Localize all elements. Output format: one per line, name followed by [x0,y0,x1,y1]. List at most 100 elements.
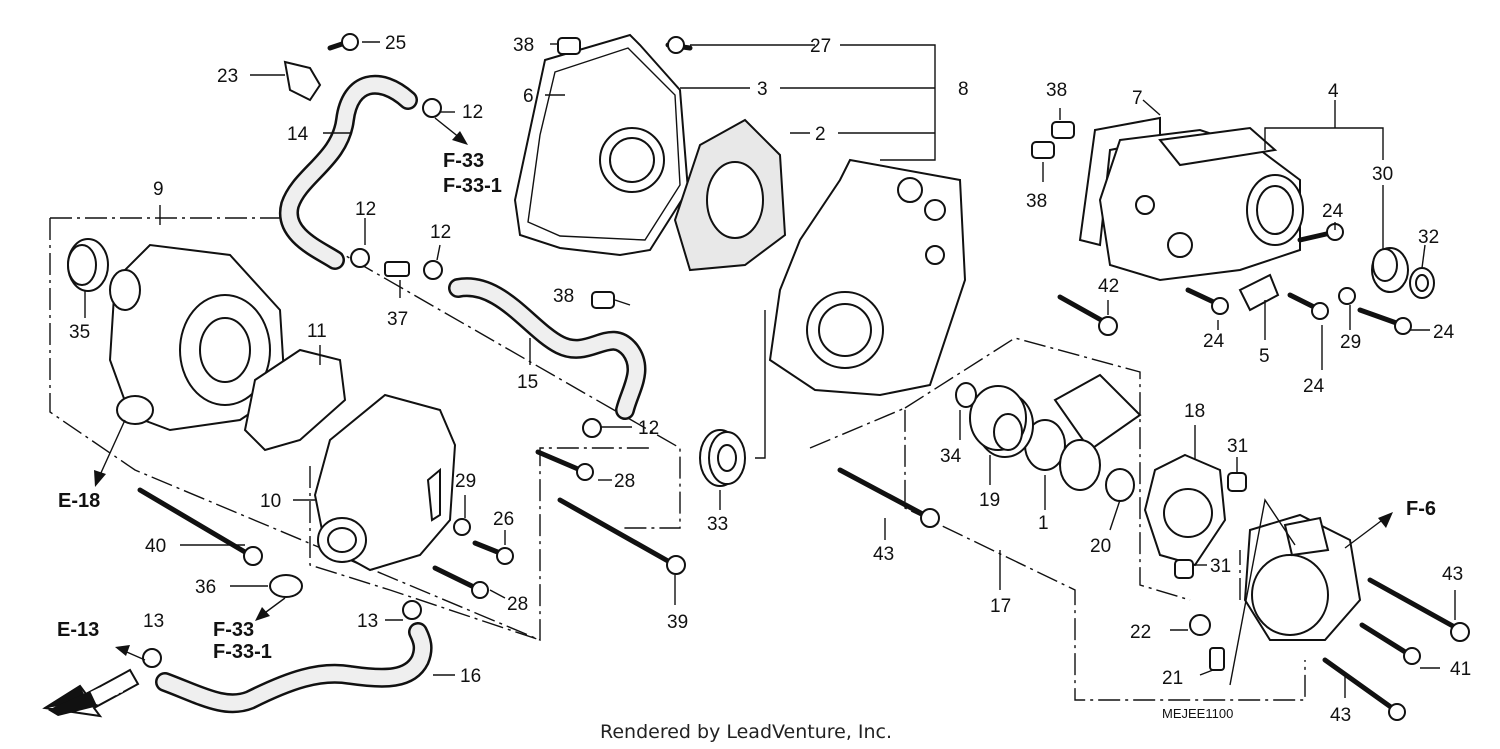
washer-29-left[interactable] [453,518,471,536]
clamp-12-c[interactable] [423,260,443,280]
reference-labels: E-18 E-13 F-33 F-33-1 F-33 F-33-1 F-6 FR… [57,150,1436,709]
gasket-18[interactable] [1143,453,1227,567]
callout-26: 26 [493,509,514,530]
dowel-38-b[interactable] [1051,121,1075,139]
arrow-f33-top [434,117,468,145]
callout-9: 9 [153,179,164,200]
ref-f33-1-bottom: F-33-1 [213,641,272,663]
callout-8: 8 [958,79,969,100]
callout-30: 30 [1372,164,1393,185]
o-ring-36[interactable] [269,574,303,598]
dowel-38-c[interactable] [1031,141,1055,159]
callout-10: 10 [260,491,281,512]
callout-3: 3 [757,79,768,100]
callout-18: 18 [1184,401,1205,422]
callout-23: 23 [217,66,238,87]
callout-39: 39 [667,612,688,633]
callout-27: 27 [810,36,831,57]
dowel-38-a[interactable] [557,37,581,55]
callout-38-b: 38 [1046,80,1067,101]
drawing-code: MEJEE1100 [1162,706,1233,721]
dowel-31-b[interactable] [1174,559,1194,579]
callout-43-c: 43 [1330,705,1351,726]
bolt-21[interactable] [1209,647,1225,671]
clamp-13-a[interactable] [402,600,422,620]
pump-cover-10[interactable] [313,393,457,572]
callout-43-a: 43 [873,544,894,565]
callout-31-a: 31 [1227,436,1248,457]
callout-15: 15 [517,372,538,393]
callout-28-b: 28 [507,594,528,615]
plate-2[interactable] [673,118,787,272]
joint-37[interactable] [384,261,410,277]
o-ring-11[interactable] [243,348,347,452]
bolt-22[interactable] [1189,614,1211,636]
callout-24-a: 24 [1322,201,1344,222]
hose-16[interactable] [155,622,433,714]
callout-24-d: 24 [1433,322,1455,343]
callout-29-a: 29 [455,471,476,492]
callout-20: 20 [1090,536,1111,557]
cover-8[interactable] [768,158,967,397]
callout-19: 19 [979,490,1000,511]
callout-16: 16 [460,666,481,687]
washer-29-right[interactable] [1338,287,1356,305]
callouts: 1 2 3 4 5 6 7 8 9 10 11 12 12 12 12 12 1… [69,33,1471,726]
dowel-31-a[interactable] [1227,472,1247,492]
callout-40: 40 [145,536,166,557]
callout-14: 14 [287,124,309,145]
seal-19[interactable] [969,385,1034,458]
callout-17: 17 [990,596,1011,617]
hose-14[interactable] [278,74,418,270]
callout-28-a: 28 [614,471,635,492]
bolt-heads [243,33,1470,721]
callout-7: 7 [1132,88,1143,109]
seal-34[interactable] [955,382,977,408]
callout-5: 5 [1259,346,1270,367]
arrow-f33-bottom [255,597,286,621]
callout-22: 22 [1130,622,1151,643]
callout-12-d: 12 [638,418,659,439]
housing-4[interactable] [1098,126,1304,282]
callout-12-c: 12 [430,222,451,243]
callout-41: 41 [1450,659,1471,680]
seal-33[interactable] [699,429,746,487]
callout-37: 37 [387,309,408,330]
seal-set-1[interactable] [1024,373,1142,491]
ring-20[interactable] [1105,468,1135,502]
ref-f33-bottom: F-33 [213,619,254,641]
arrow-e13 [115,645,146,661]
bearing-32[interactable] [1409,267,1435,299]
clamp-13-b[interactable] [142,648,162,668]
callout-13-b: 13 [143,611,164,632]
clip-23[interactable] [283,60,322,102]
callout-12-a: 12 [462,102,483,123]
arrow-e18 [94,419,126,487]
callout-4: 4 [1328,81,1339,102]
callout-42: 42 [1098,276,1119,297]
gasket-7[interactable] [1078,116,1161,247]
callout-2: 2 [815,124,826,145]
bearing-30[interactable] [1371,247,1409,293]
callout-34: 34 [940,446,962,467]
callout-29-b: 29 [1340,332,1361,353]
pump-body-9[interactable] [108,243,287,432]
clamp-12-b[interactable] [350,248,370,268]
callout-24-b: 24 [1203,331,1225,352]
pump-cover-right[interactable] [1243,513,1362,641]
front-arrow [42,668,140,718]
callout-21: 21 [1162,668,1183,689]
credit-text: Rendered by LeadVenture, Inc. [600,721,892,743]
callout-38-c: 38 [1026,191,1047,212]
hose-15[interactable] [448,277,647,420]
gasket-6[interactable] [513,33,690,257]
clamp-12-d[interactable] [582,418,602,438]
callout-13-a: 13 [357,611,378,632]
callout-32: 32 [1418,227,1439,248]
dowel-38-d[interactable] [591,291,615,309]
clamp-5[interactable] [1238,273,1280,312]
callout-33: 33 [707,514,728,535]
o-ring-35-inner [67,244,97,286]
clamp-12-a[interactable] [422,98,442,118]
